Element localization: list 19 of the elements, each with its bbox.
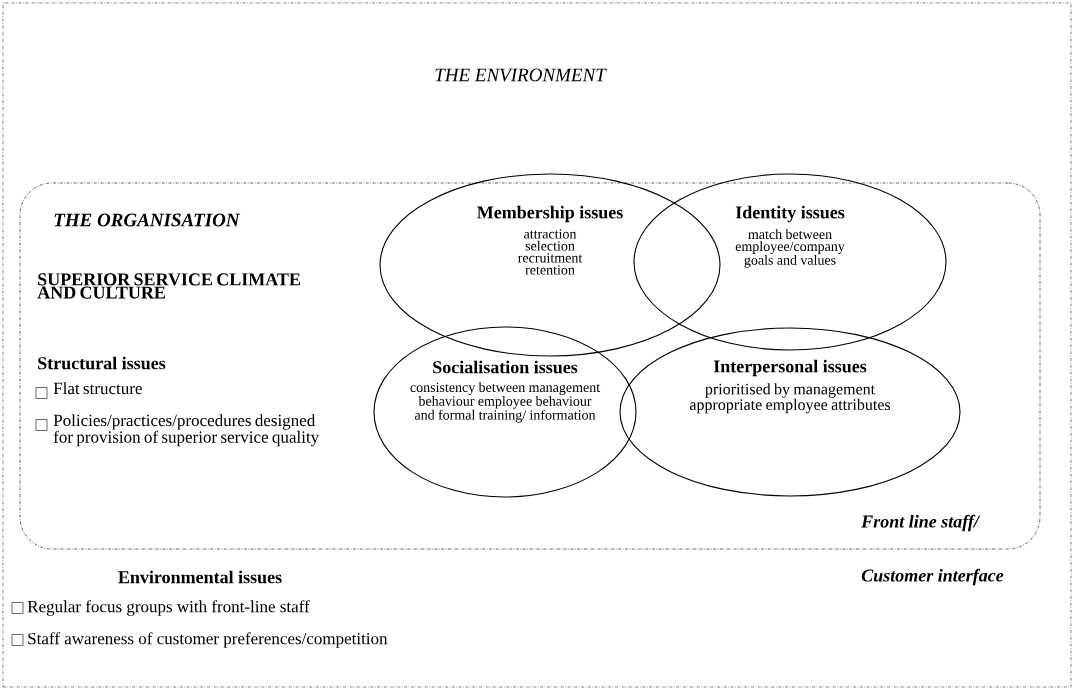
interface-label: Front line staff/ [861, 514, 981, 532]
environment-heading: THE ENVIRONMENT [435, 68, 607, 82]
climate-heading: SUPERIOR SERVICE CLIMATE AND CULTURE [37, 273, 300, 299]
bullet-text: Staff awareness of customer preferences/competition [28, 632, 388, 648]
bullet-text: Flat structure [53, 382, 142, 395]
organisation-heading: THE ORGANISATION [54, 213, 241, 227]
bullet-text: Policies/practices/procedures designed for provision of superior service quality [53, 414, 320, 447]
circle-heading: Identity issues [735, 205, 845, 223]
circle-heading: Membership issues [477, 205, 623, 223]
interface-label: Customer interface [861, 568, 1004, 586]
circle-heading: Socialisation issues [433, 360, 578, 374]
section-heading: Environmental issues [118, 570, 282, 584]
bullet-text: Regular focus groups with front-line staff [27, 600, 310, 616]
section-heading: Structural issues [38, 356, 166, 370]
circle-text: prioritised by management appropriate employee attributes [689, 383, 891, 414]
circle-text: match between employee/company goals and values [735, 229, 845, 268]
circle-text: attraction selection recruitment retention [518, 229, 583, 275]
circle-heading: Interpersonal issues [713, 359, 867, 377]
circle-text: consistency between management behaviour employee behaviour and formal training/ information [410, 382, 600, 423]
